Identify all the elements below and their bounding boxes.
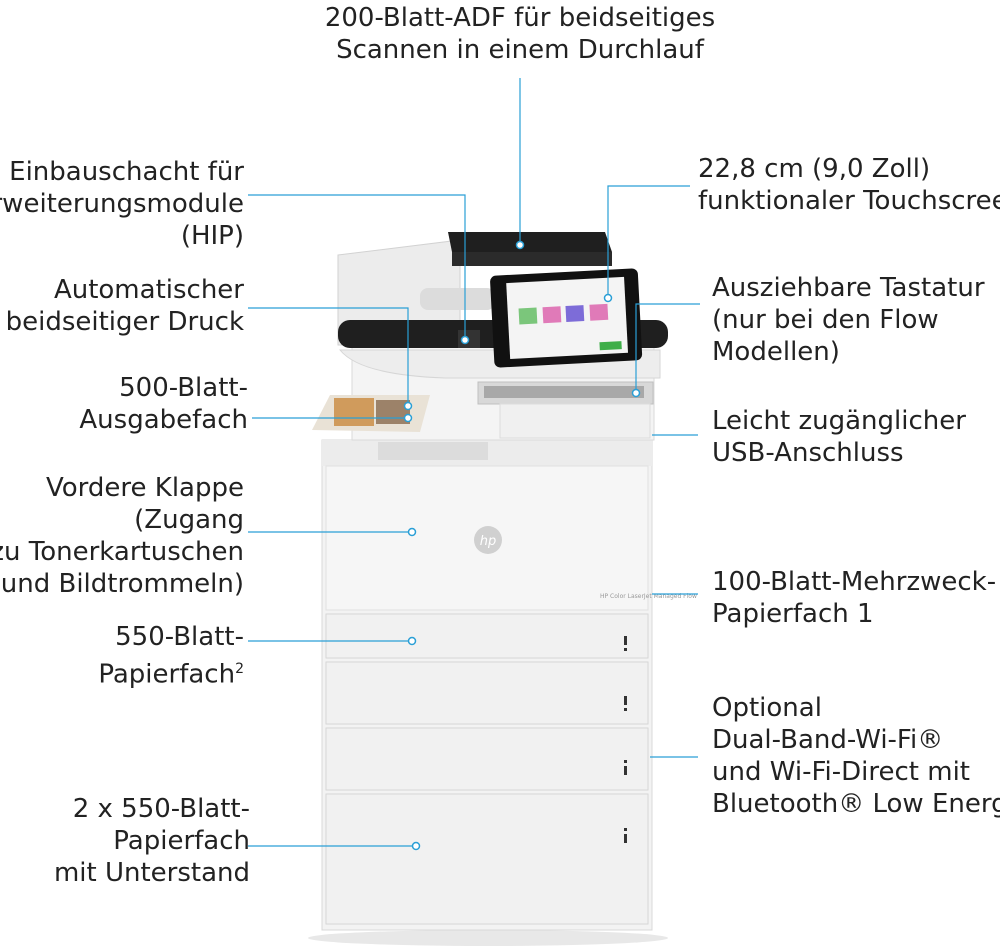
callout-tray-2x550-line: 2 x 550-Blatt- [72, 794, 250, 824]
callout-mp-tray: 100-Blatt-Mehrzweck- Papierfach 1 [712, 566, 996, 630]
callout-wifi-line: Bluetooth® Low Energy [712, 789, 1000, 819]
callout-front-door-line: zu Tonerkartuschen [0, 537, 244, 567]
callout-hip-line: (HIP) [180, 221, 244, 251]
callout-hip-line: Einbauschacht für [9, 157, 244, 187]
callout-output-bin-line: 500-Blatt- [119, 373, 248, 403]
callout-keyboard-line: Ausziehbare Tastatur [712, 273, 985, 303]
callout-output-bin: 500-Blatt- Ausgabefach [79, 372, 248, 436]
tray-3 [325, 727, 649, 791]
callout-front-door: Vordere Klappe (Zugang zu Tonerkartusche… [0, 472, 244, 600]
footnote-marker: 2 [235, 661, 244, 677]
callout-adf: 200-Blatt-ADF für beidseitiges Scannen i… [318, 2, 722, 66]
callout-touchscreen: 22,8 cm (9,0 Zoll) funktionaler Touchscr… [698, 153, 1000, 217]
floor-shadow [308, 930, 668, 946]
hp-logo-text: hp [480, 534, 497, 549]
callout-usb-line: USB-Anschluss [712, 438, 904, 468]
callout-mp-tray-line: 100-Blatt-Mehrzweck- [712, 567, 997, 597]
callout-hip-line: Erweiterungsmodule [0, 189, 244, 219]
callout-duplex-line: Automatischer [53, 275, 244, 305]
callout-duplex-line: beidseitiger Druck [5, 307, 244, 337]
callout-tray-2x550-line: mit Unterstand [53, 858, 250, 888]
callout-wifi-line: Optional [712, 693, 822, 723]
front-door [325, 465, 649, 611]
tray-2 [325, 661, 649, 725]
callout-wifi-line: Dual-Band-Wi-Fi® [712, 725, 944, 755]
callout-tray-550-text: Papierfach [98, 659, 236, 690]
callout-tray-550: 550-Blatt- Papierfach2 [98, 621, 244, 691]
callout-adf-line: 200-Blatt-ADF für beidseitiges [324, 3, 716, 33]
callout-front-door-line: und Bildtrommeln) [0, 569, 244, 599]
callout-wifi-line: und Wi-Fi-Direct mit [712, 757, 970, 787]
callout-touchscreen-line: funktionaler Touchscreen [698, 186, 1000, 216]
callout-dot-icon [515, 240, 525, 250]
callout-dots [403, 240, 641, 851]
tray-550 [325, 613, 649, 659]
callout-duplex: Automatischer beidseitiger Druck [6, 274, 244, 338]
duplex-flap [420, 288, 495, 310]
callout-mp-tray-line: Papierfach 1 [712, 599, 874, 629]
tray-stand [325, 793, 649, 925]
touchscreen [490, 268, 643, 368]
callout-adf-line: Scannen in einem Durchlauf [336, 35, 704, 65]
callout-keyboard-line: (nur bei den Flow [712, 305, 939, 335]
callout-usb: Leicht zugänglicher USB-Anschluss [712, 405, 966, 469]
callout-keyboard-line: Modellen) [712, 337, 840, 367]
callout-touchscreen-line: 22,8 cm (9,0 Zoll) [698, 154, 931, 184]
callout-front-door-line: (Zugang [134, 505, 244, 535]
app-tile-icon [518, 307, 538, 325]
svg-text:HP Color LaserJet Managed Flow: HP Color LaserJet Managed Flow [600, 593, 697, 600]
callout-front-door-line: Vordere Klappe [46, 473, 244, 503]
callout-tray-2x550-line: Papierfach [113, 826, 250, 856]
callout-hip: Einbauschacht für Erweiterungsmodule (HI… [0, 156, 244, 252]
callout-tray-2x550: 2 x 550-Blatt- Papierfach mit Unterstand [54, 793, 250, 889]
callout-tray-550-line: 550-Blatt- [115, 622, 244, 652]
callout-keyboard: Ausziehbare Tastatur (nur bei den Flow M… [712, 272, 985, 368]
callout-usb-line: Leicht zugänglicher [712, 406, 966, 436]
hp-logo-icon [474, 526, 502, 554]
callout-lines [248, 78, 700, 847]
callout-wifi: Optional Dual-Band-Wi-Fi® und Wi-Fi-Dire… [712, 692, 1000, 820]
callout-output-bin-line: Ausgabefach [79, 405, 248, 435]
callout-tray-550-line: Papierfach2 [98, 653, 244, 691]
output-slot [378, 442, 488, 460]
tray-indicator-icon [624, 636, 627, 645]
adf-tray [448, 232, 612, 252]
